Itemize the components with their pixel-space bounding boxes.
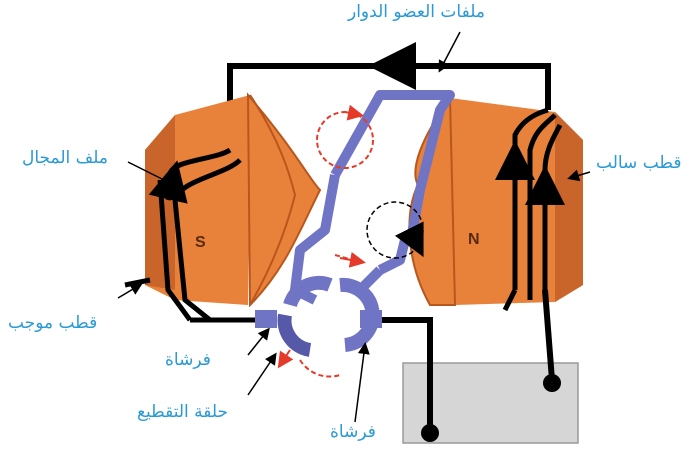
red-arrow-bottom [280,350,290,365]
south-pole-letter: S [195,234,206,251]
battery-terminal-negative [421,424,439,442]
label-brush-bottom: فرشاة [330,422,376,442]
label-positive-pole: قطب موجب [8,313,97,333]
label-brush-left: فرشاة [165,350,211,370]
north-pole-letter: N [468,231,480,248]
battery-terminal-positive [543,374,561,392]
label-rotor-coils: ملفات العضو الدوار [348,2,485,22]
commutator [255,283,382,350]
label-negative-pole: قطب سالب [596,153,681,173]
label-field-coil: ملف المجال [22,148,108,168]
label-commutator: حلقة التقطيع [137,402,228,422]
